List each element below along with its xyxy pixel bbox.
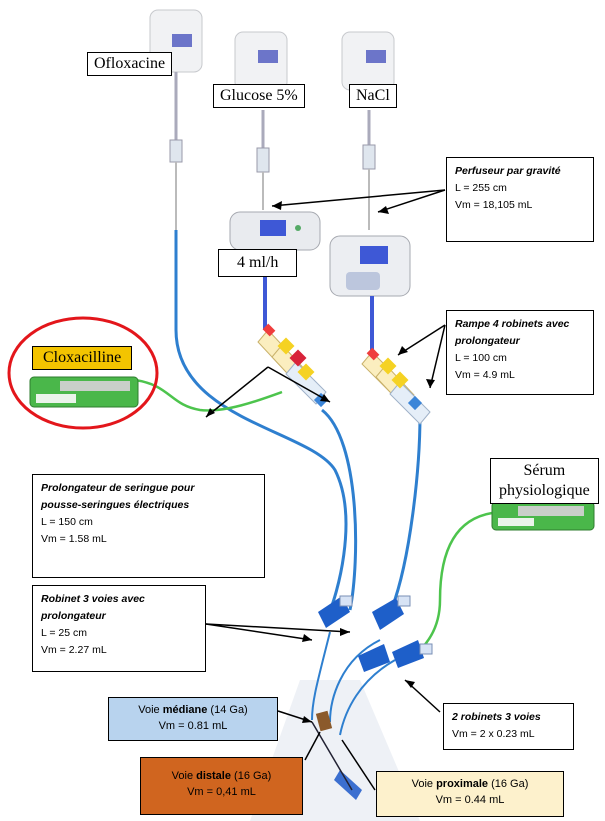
box-robinet-3-voies: Robinet 3 voies avec prolongateur L = 25… [32,585,206,672]
voie-distale-volume: Vm = 0,41 mL [187,786,256,798]
infusion-pump-right [329,235,411,297]
label-serum-line1: Sérum [523,462,566,479]
box-robinet3-title-2: prolongateur [41,610,106,622]
box-prolongateur-title-1: Prolongateur de seringue pour [41,482,195,494]
robinets-3-voies-pair [358,640,433,672]
box-rampe: Rampe 4 robinets avec prolongateur L = 1… [446,310,594,395]
pump-rate-label: 4 ml/h [218,249,298,277]
iv-bag-glucose [234,31,288,210]
voie-proximale-volume: Vm = 0.44 mL [435,794,505,806]
voie-mediane: Voie médiane (14 Ga) Vm = 0.81 mL [108,697,278,741]
box-prolongateur-title-2: pousse-seringues électriques [41,499,190,511]
label-serum: Sérum physiologique [490,458,599,504]
label-cloxacilline: Cloxacilline [32,346,133,370]
label-nacl: NaCl [349,84,397,108]
highlight-circle [7,316,159,430]
robinet-3-voies-left [318,595,353,628]
box-robinet3-volume: Vm = 2.27 mL [41,644,107,656]
syringe-pump-serum [491,501,595,531]
voie-proximale-label: Voie proximale (16 Ga) [411,778,529,790]
tube-robinet-to-catheter [311,631,331,721]
tube-robinet2-to-catheter [329,639,381,723]
box-rampe-title-1: Rampe 4 robinets avec [455,318,570,330]
syringe-pump-cloxacilline [29,376,139,408]
arrowheads [206,201,435,723]
label-ofloxacine: Ofloxacine [87,52,173,76]
voie-mediane-volume: Vm = 0.81 mL [158,720,228,732]
box-robinets2-title: 2 robinets 3 voies [452,711,541,723]
voie-mediane-label: Voie médiane (14 Ga) [138,704,248,716]
label-glucose: Glucose 5% [213,84,305,108]
tube-rampe-1 [321,408,358,611]
tube-serum [419,511,493,651]
tube-cloxacilline [134,378,283,412]
box-2-robinets: 2 robinets 3 voies Vm = 2 x 0.23 mL [443,703,574,750]
tube-serum-to-robinets [339,659,396,736]
box-robinet3-length: L = 25 cm [41,627,88,639]
box-rampe-title-2: prolongateur [455,335,520,347]
box-perfuseur-volume: Vm = 18,105 mL [455,199,533,211]
box-robinet3-title-1: Robinet 3 voies avec [41,593,145,605]
box-rampe-length: L = 100 cm [455,352,507,364]
box-prolongateur-volume: Vm = 1.58 mL [41,533,107,545]
voie-distale: Voie distale (16 Ga) Vm = 0,41 mL [140,757,303,815]
voie-proximale: Voie proximale (16 Ga) Vm = 0.44 mL [376,771,564,817]
robinet-3-voies-right [372,595,411,630]
box-perfuseur: Perfuseur par gravité L = 255 cm Vm = 18… [446,157,594,242]
rampe-robinets-right [361,347,431,425]
tube-ofloxacine [174,230,348,611]
box-prolongateur: Prolongateur de seringue pour pousse-ser… [32,474,265,578]
arrows [205,189,446,791]
box-perfuseur-length: L = 255 cm [455,182,507,194]
box-perfuseur-title: Perfuseur par gravité [455,165,561,177]
label-serum-line2: physiologique [499,482,590,499]
iv-bag-nacl [341,31,395,230]
box-prolongateur-length: L = 150 cm [41,516,93,528]
infusion-pump-left [229,211,321,251]
voie-distale-label: Voie distale (16 Ga) [171,770,272,782]
tube-rampe-2 [390,414,422,609]
box-robinets2-volume: Vm = 2 x 0.23 mL [452,728,535,740]
box-rampe-volume: Vm = 4.9 mL [455,369,515,381]
iv-bag-ofloxacine [149,9,203,230]
